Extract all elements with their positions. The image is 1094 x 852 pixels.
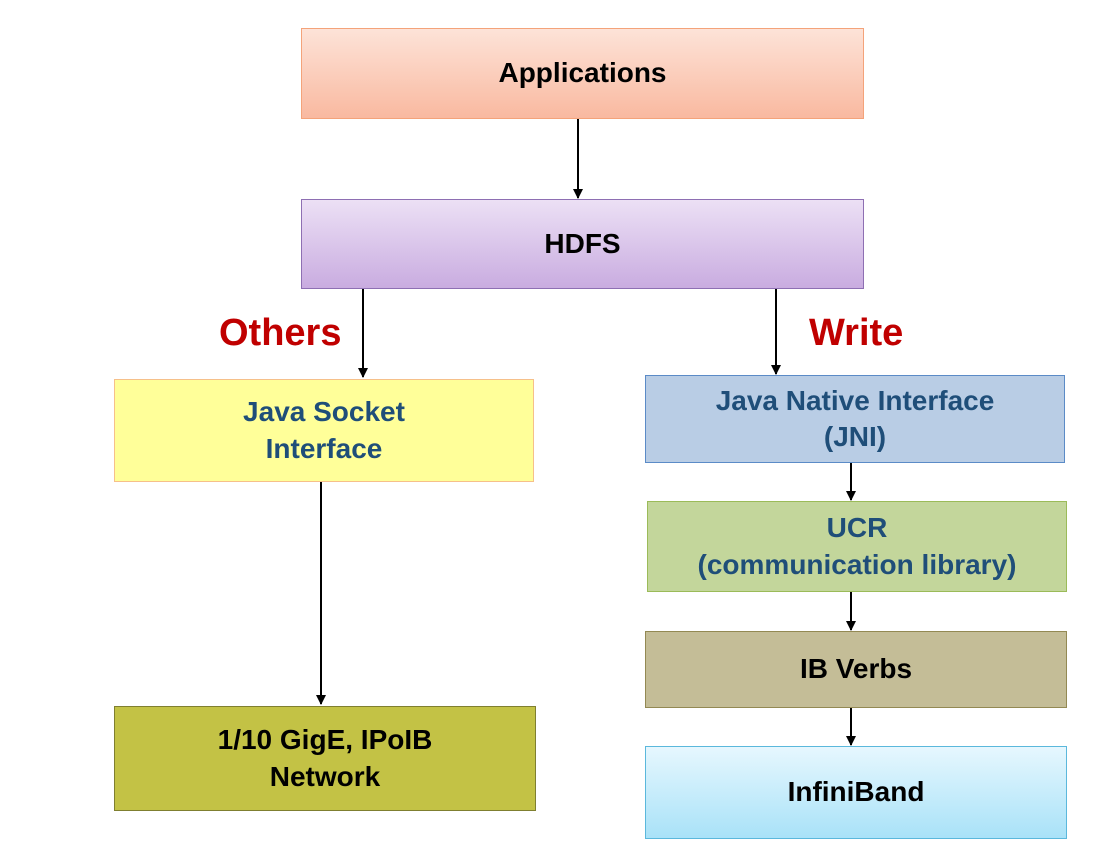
applications-box: Applications <box>301 28 864 119</box>
ucr-label-line-2: (communication library) <box>697 548 1017 580</box>
network-label-line-2: Network <box>269 760 381 792</box>
ib-verbs-box: IB Verbs <box>645 631 1067 708</box>
applications-label: Applications <box>498 57 667 89</box>
java-socket-label-line-2: Interface <box>265 432 383 464</box>
write-path-label: Write <box>809 312 904 354</box>
network-box: 1/10 GigE, IPoIB Network <box>114 706 536 811</box>
java-socket-label-line-1: Java Socket <box>243 396 405 428</box>
infiniband-label: InfiniBand <box>787 776 925 808</box>
infiniband-box: InfiniBand <box>645 746 1067 839</box>
hdfs-box: HDFS <box>301 199 864 289</box>
ucr-label-line-1: UCR <box>826 512 888 544</box>
hdfs-label: HDFS <box>544 227 621 259</box>
java-native-interface-box: Java Native Interface (JNI) <box>645 375 1065 463</box>
ucr-box: UCR (communication library) <box>647 501 1067 592</box>
others-path-label: Others <box>219 312 342 354</box>
jni-label-line-2: (JNI) <box>823 421 887 452</box>
network-label-line-1: 1/10 GigE, IPoIB <box>217 724 433 756</box>
ib-verbs-label: IB Verbs <box>799 653 913 685</box>
java-socket-interface-box: Java Socket Interface <box>114 379 534 482</box>
jni-label-line-1: Java Native Interface <box>715 384 995 416</box>
